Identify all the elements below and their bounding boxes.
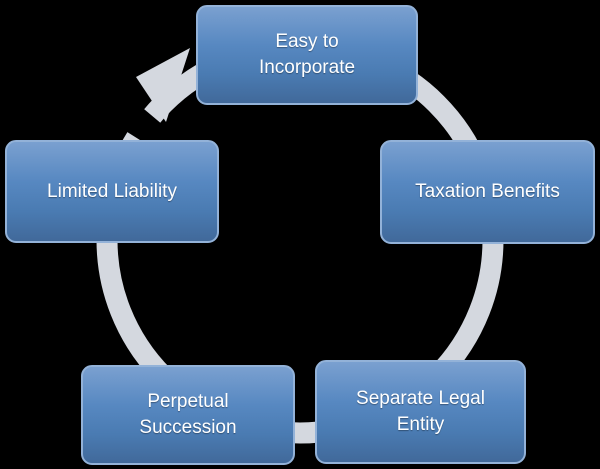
node-label: Perpetual Succession xyxy=(139,391,237,438)
node-limited-liability: Limited Liability xyxy=(5,140,219,243)
node-taxation-benefits: Taxation Benefits xyxy=(380,140,595,244)
node-separate-legal-entity: Separate Legal Entity xyxy=(315,360,526,464)
node-label: Limited Liability xyxy=(47,180,177,202)
ring-gap xyxy=(121,104,166,147)
node-label: Taxation Benefits xyxy=(415,181,560,203)
node-label: Separate Legal Entity xyxy=(356,388,485,435)
node-label: Easy to Incorporate xyxy=(258,31,356,78)
node-perpetual-succession: Perpetual Succession xyxy=(81,365,295,465)
cycle-arrowhead-icon xyxy=(136,48,190,122)
node-easy-to-incorporate: Easy to Incorporate xyxy=(196,5,418,105)
